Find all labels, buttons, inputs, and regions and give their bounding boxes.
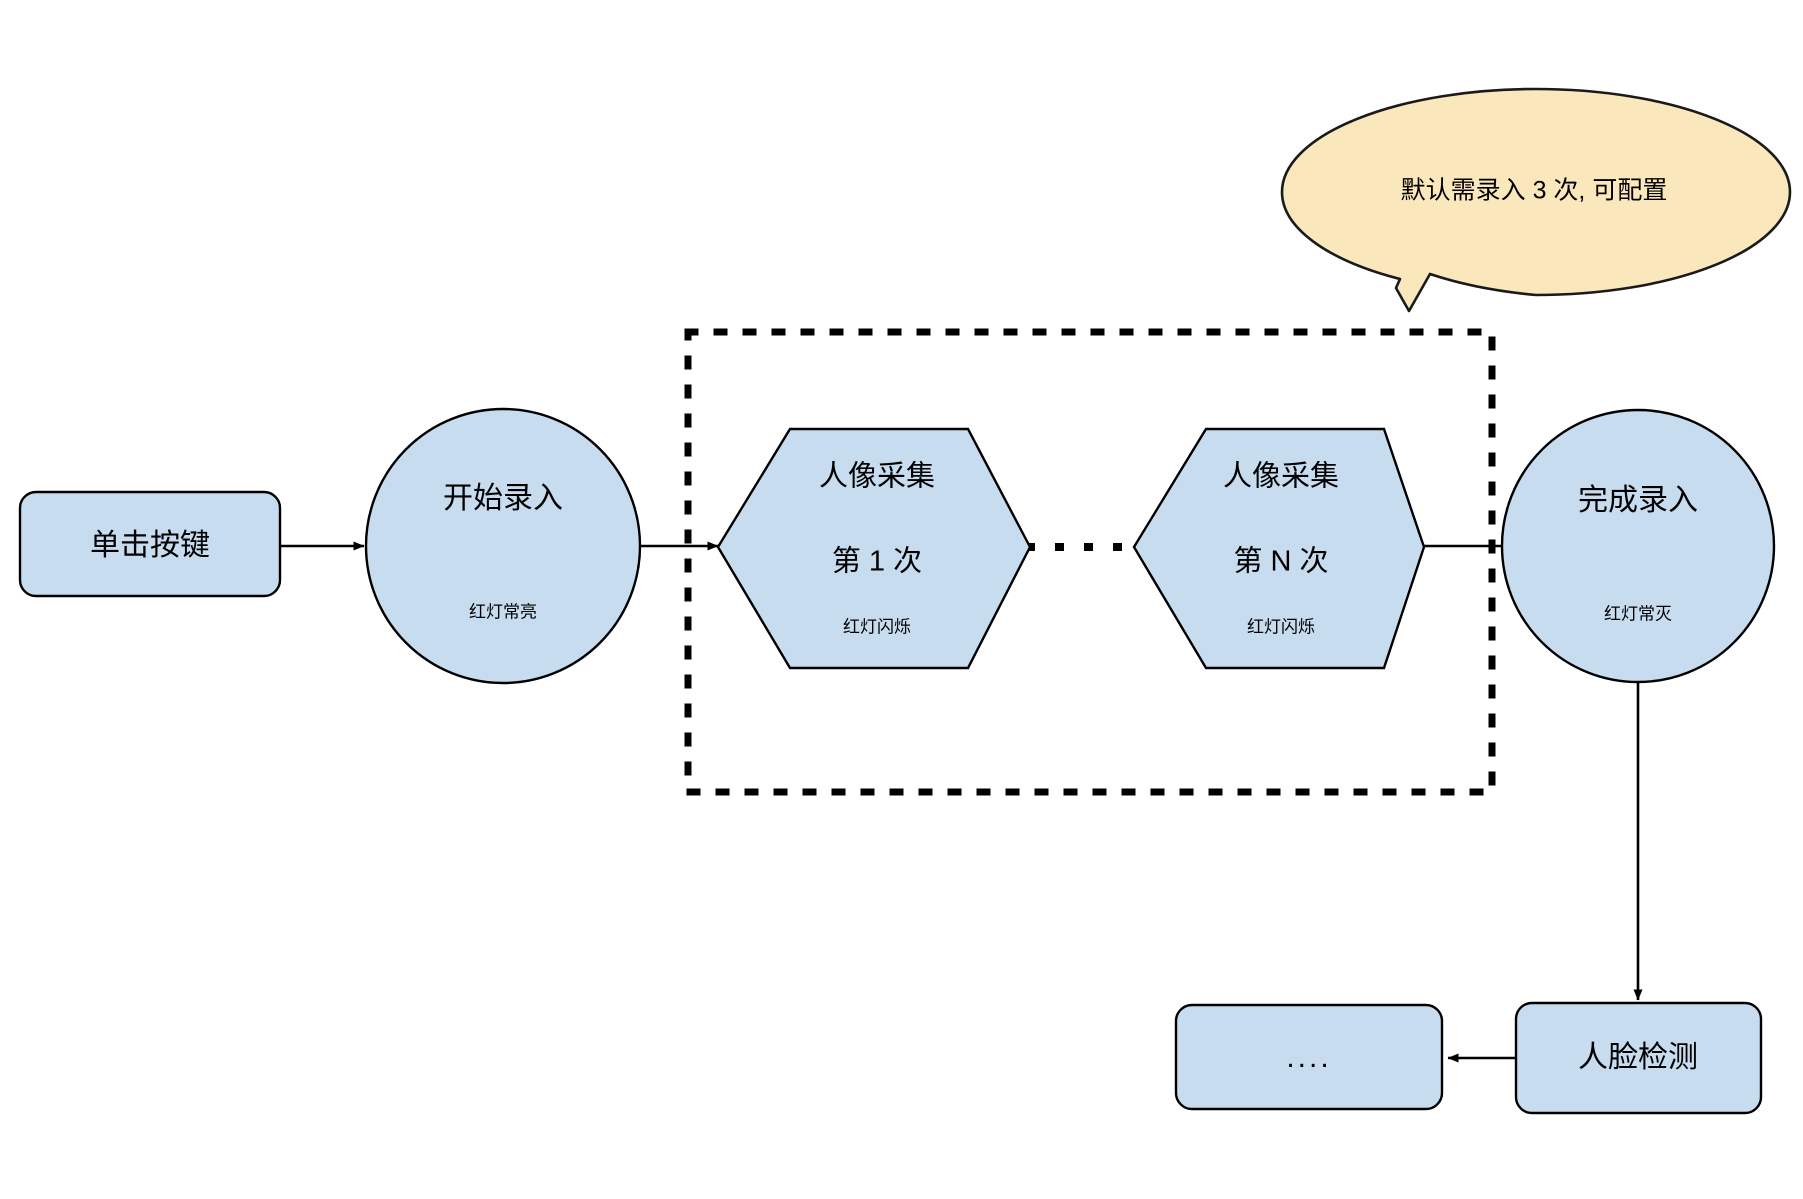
node-start-enroll-label: 开始录入	[443, 482, 563, 515]
node-face-detect-shape	[1514, 1001, 1763, 1115]
node-capture-first-shape	[716, 427, 1032, 670]
callout-note-shape	[1280, 87, 1792, 313]
node-capture-nth[interactable]: 人像采集 第 N 次 红灯闪烁	[1132, 427, 1426, 670]
node-capture-nth-label-line1: 人像采集	[1223, 460, 1339, 493]
node-face-detect-label: 人脸检测	[1578, 1041, 1698, 1074]
node-start-enroll-sublabel: 红灯常亮	[469, 602, 537, 621]
node-start-enroll[interactable]: 开始录入 红灯常亮	[364, 407, 642, 685]
node-finish-enroll-shape	[1500, 408, 1776, 684]
node-press-key[interactable]: 单击按键	[18, 490, 282, 598]
callout-note[interactable]: 默认需录入 3 次, 可配置	[1280, 87, 1792, 313]
node-finish-enroll-label: 完成录入	[1578, 484, 1698, 517]
node-more-steps[interactable]: ....	[1174, 1003, 1444, 1111]
node-capture-nth-shape	[1132, 427, 1426, 670]
node-press-key-shape	[18, 490, 282, 598]
node-press-key-label: 单击按键	[90, 529, 210, 562]
node-finish-enroll[interactable]: 完成录入 红灯常灭	[1500, 408, 1776, 684]
node-capture-nth-label-line2: 第 N 次	[1233, 545, 1328, 578]
node-capture-first-label-line2: 第 1 次	[832, 545, 922, 578]
node-capture-first-sublabel: 红灯闪烁	[843, 617, 911, 636]
node-capture-first-label-line1: 人像采集	[819, 460, 935, 493]
callout-note-label: 默认需录入 3 次, 可配置	[1401, 177, 1668, 205]
node-start-enroll-shape	[364, 407, 642, 685]
loop-group-container	[684, 328, 1496, 796]
node-capture-first[interactable]: 人像采集 第 1 次 红灯闪烁	[716, 427, 1032, 670]
node-capture-nth-sublabel: 红灯闪烁	[1247, 617, 1315, 636]
node-more-steps-shape	[1174, 1003, 1444, 1111]
node-more-steps-label: ....	[1286, 1041, 1331, 1074]
node-face-detect[interactable]: 人脸检测	[1514, 1001, 1763, 1115]
node-finish-enroll-sublabel: 红灯常灭	[1604, 604, 1672, 623]
